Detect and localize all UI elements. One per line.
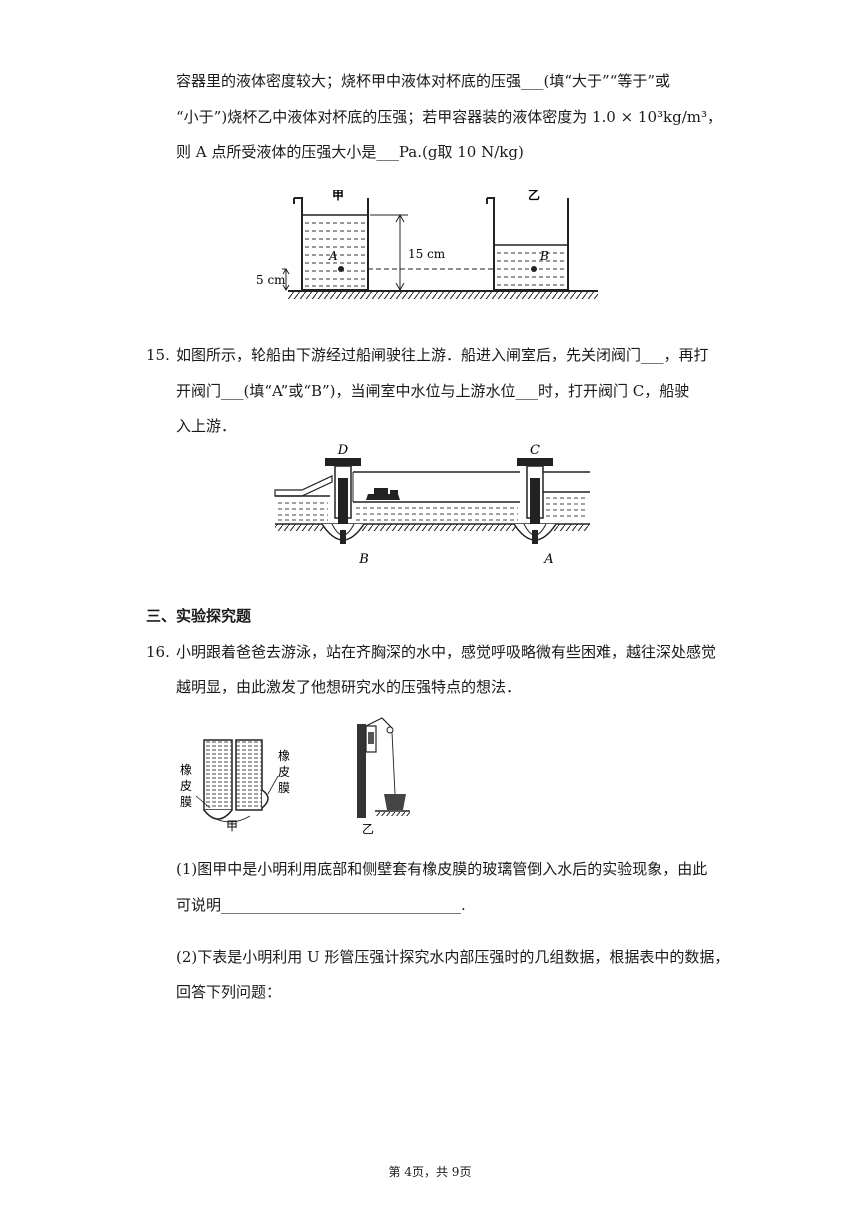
q14-line-2: “小于”)烧杯乙中液体对杯底的压强；若甲容器装的液体密度为 1.0 × 10³k… <box>176 108 723 126</box>
label-yi: 乙 <box>528 190 540 202</box>
label-yi-fig: 乙 <box>362 822 374 836</box>
q16-sub2-line-1: (2)下表是小明利用 U 形管压强计探究水内部压强时的几组数据，根据表中的数据， <box>176 948 730 966</box>
tube-bottom-membrane <box>203 739 233 820</box>
dimension-5cm <box>282 268 290 291</box>
q15-number: 15. <box>146 346 170 364</box>
point-a <box>338 266 344 272</box>
label-valve-b: B <box>358 552 369 567</box>
beaker-yi <box>486 197 569 291</box>
dimension-15cm <box>370 213 408 292</box>
label-a: A <box>328 249 338 263</box>
page-footer: 第 4页，共 9页 <box>388 1165 472 1179</box>
ground-hatch <box>288 292 598 299</box>
q16-sub1-line-1: (1)图甲中是小明利用底部和侧壁套有橡皮膜的玻璃管倒入水后的实验现象，由此 <box>176 860 708 878</box>
q16-sub1-line-2: 可说明________________________________. <box>176 896 466 914</box>
beaker-jia <box>293 197 369 291</box>
membrane-label-left-2: 皮 <box>180 779 192 793</box>
q16-number: 16. <box>146 643 170 661</box>
label-jia-fig: 甲 <box>226 819 238 833</box>
q15-line-3: 入上游． <box>176 417 237 435</box>
membrane-label-left-3: 膜 <box>180 795 192 809</box>
gangway <box>274 475 333 497</box>
q14-line-3: 则 A 点所受液体的压强大小是___Pa.(g取 10 N/kg) <box>176 143 524 161</box>
label-b: B <box>539 249 549 263</box>
q14-line-1: 容器里的液体密度较大；烧杯甲中液体对杯底的压强___(填“大于”“等于”或 <box>176 72 671 90</box>
lock-ground-hatch <box>275 524 590 531</box>
q16-line-1: 小明跟着爸爸去游泳，站在齐胸深的水中，感觉呼吸略微有些困难，越往深处感觉 <box>176 643 717 661</box>
label-jia: 甲 <box>332 190 344 202</box>
membrane-figure: 橡 皮 膜 橡 皮 膜 甲 乙 <box>180 717 410 836</box>
beakers-figure: 甲 A 15 cm 5 cm <box>256 190 598 299</box>
q15-line-2: 开阀门___(填“A”或“B”)，当闸室中水位与上游水位___时，打开阀门 C，… <box>176 382 690 400</box>
ship-lock-figure: D C B A <box>274 443 590 567</box>
label-valve-a: A <box>543 552 553 567</box>
gate-c-cap <box>517 458 553 466</box>
membrane-label-left-1: 橡 <box>180 763 192 777</box>
membrane-label-right-3: 膜 <box>278 781 290 795</box>
label-15cm: 15 cm <box>408 247 446 261</box>
lock-chamber-water <box>353 501 520 521</box>
point-b <box>531 266 537 272</box>
q15-line-1: 如图所示，轮船由下游经过船闸驶往上游．船进入闸室后，先关闭阀门___，再打 <box>176 346 709 364</box>
label-c: C <box>530 443 540 458</box>
q16-sub2-line-2: 回答下列问题： <box>176 983 282 1001</box>
gate-d-cap <box>325 458 361 466</box>
pulley-apparatus <box>357 717 410 818</box>
valve-a <box>532 530 538 544</box>
valve-b <box>340 530 346 544</box>
section-heading: 三、实验探究题 <box>146 607 252 625</box>
downstream-water <box>275 495 330 521</box>
tube-side-membrane <box>235 739 269 811</box>
membrane-label-right-2: 皮 <box>278 765 290 779</box>
label-d: D <box>337 443 349 458</box>
ship <box>366 488 400 500</box>
upstream-water <box>543 471 590 517</box>
membrane-label-right-1: 橡 <box>278 749 290 763</box>
gate-c <box>530 478 540 536</box>
gate-d <box>338 478 348 536</box>
q16-line-2: 越明显，由此激发了他想研究水的压强特点的想法． <box>176 678 522 696</box>
label-5cm: 5 cm <box>256 273 286 287</box>
